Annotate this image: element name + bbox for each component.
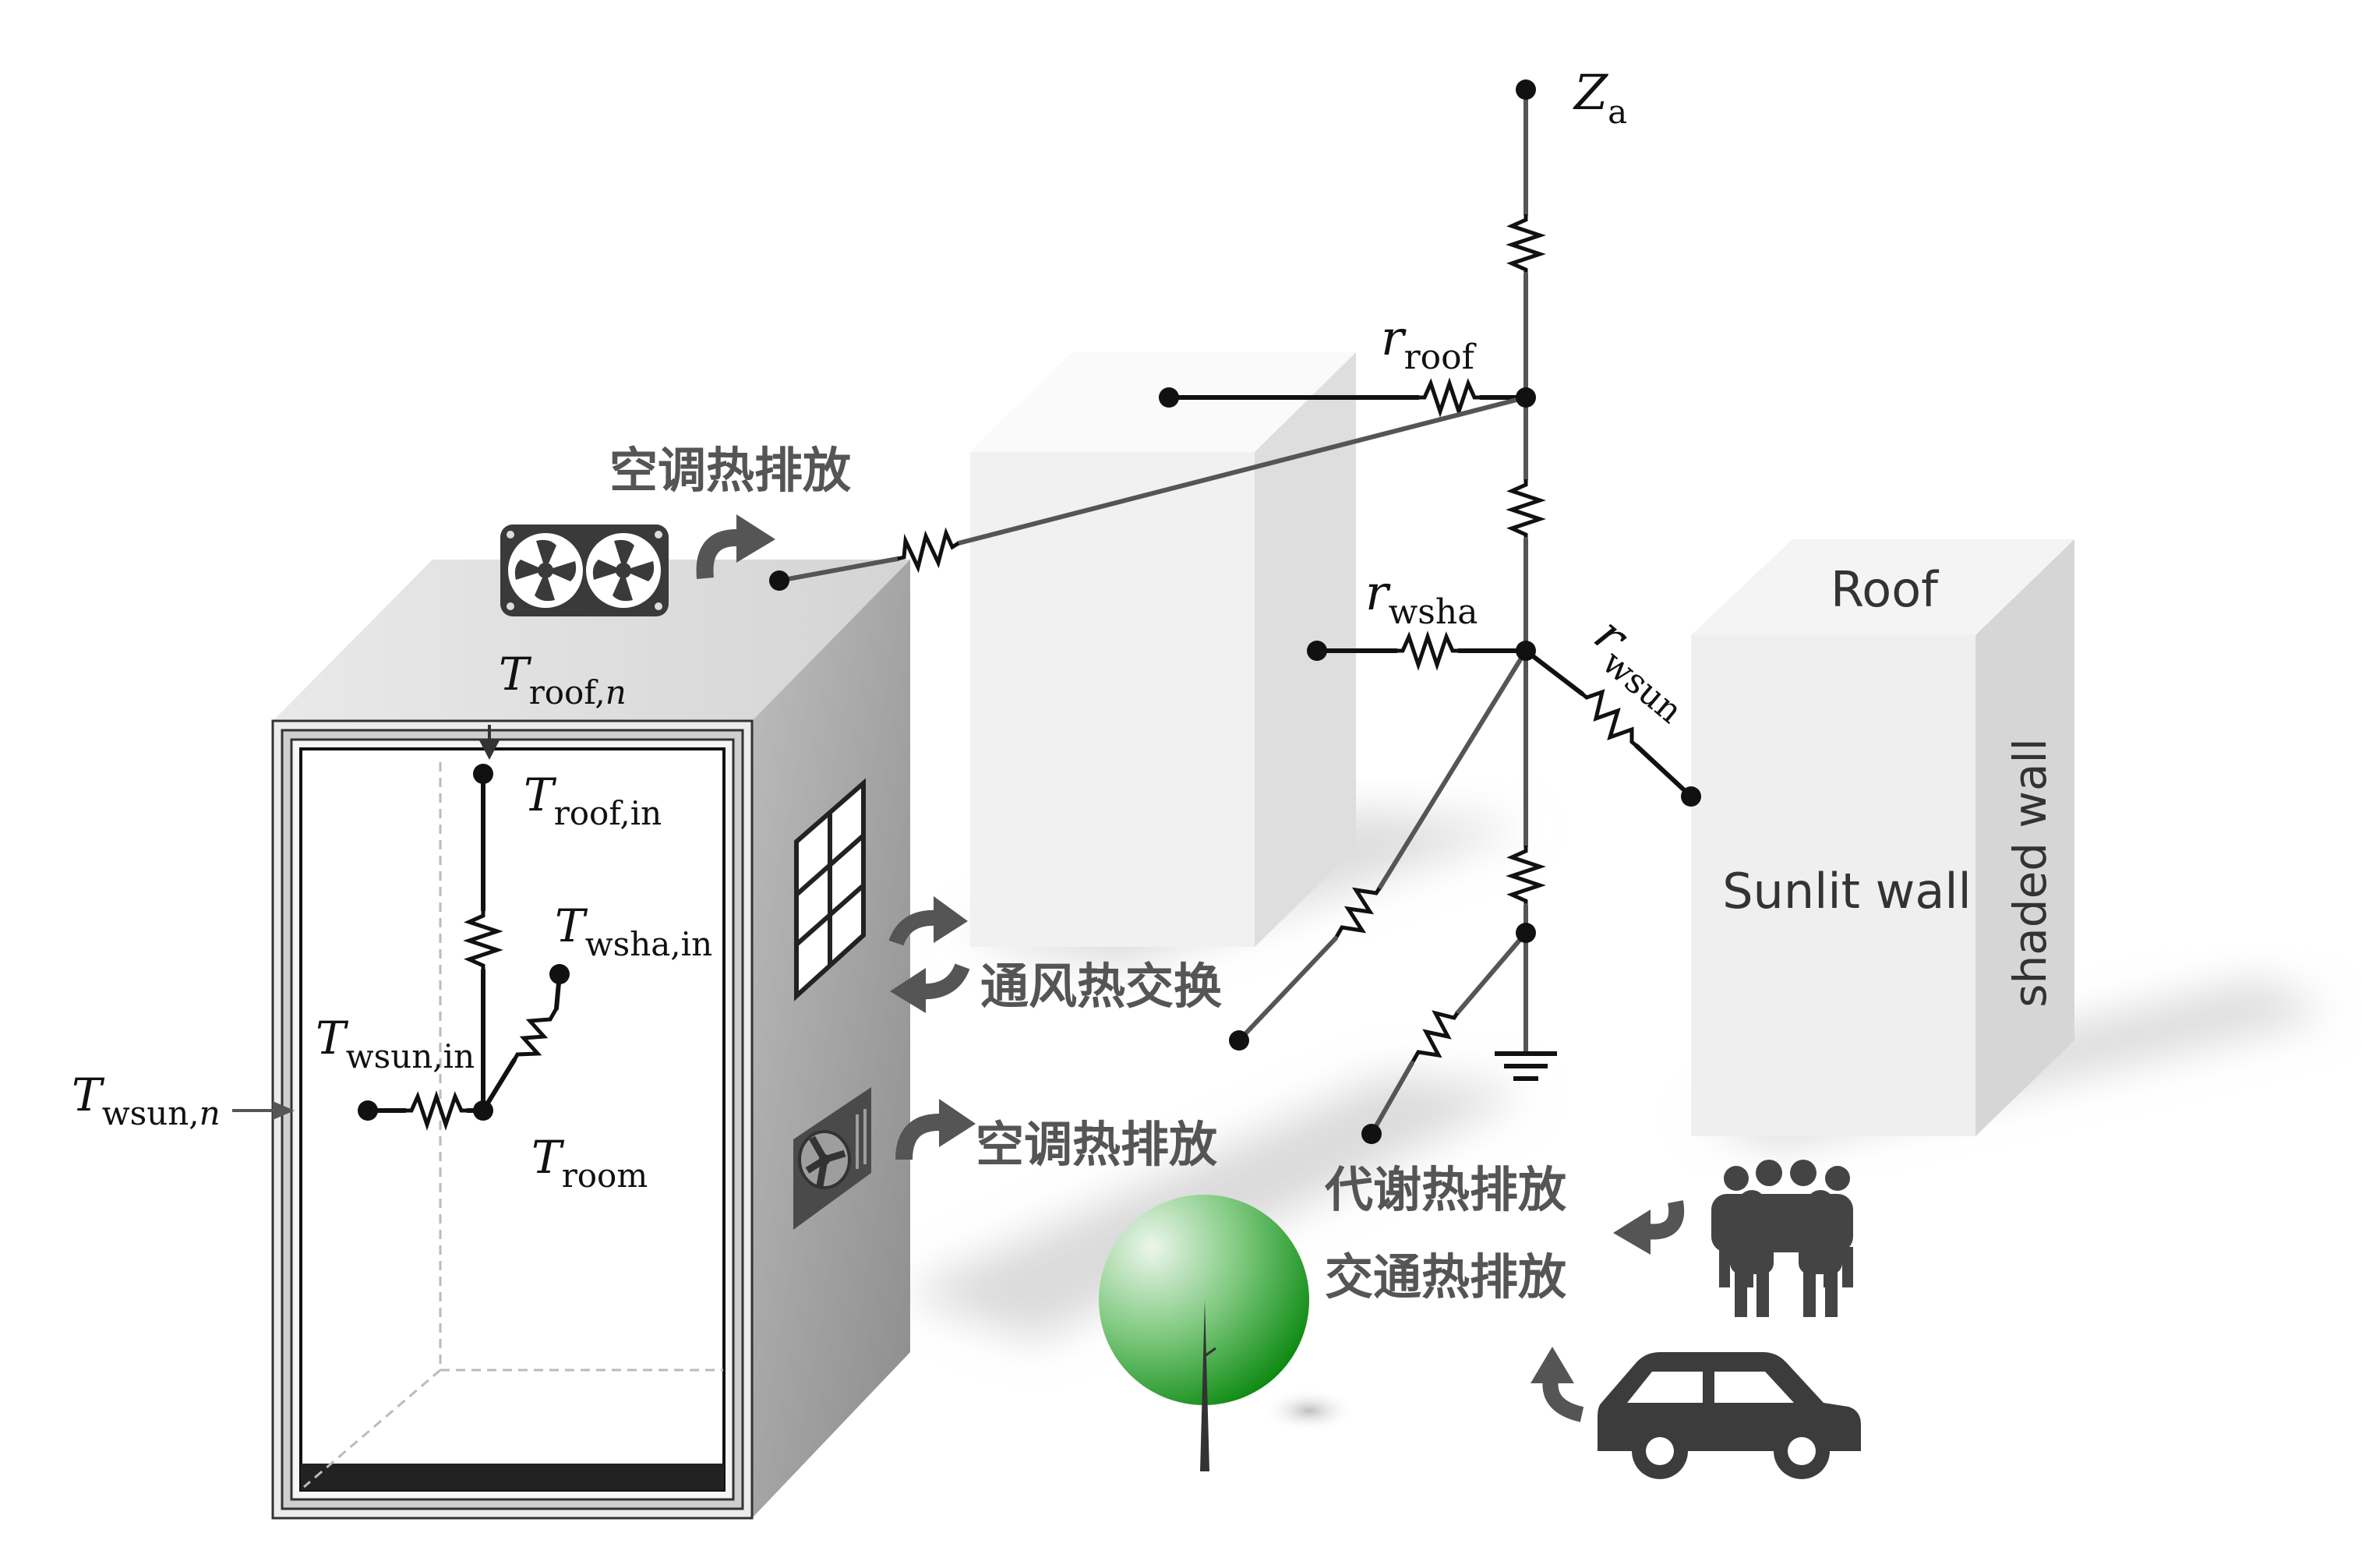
ventilation-exchange-icon: [888, 896, 970, 1013]
t-roof-n-label: Troof,n: [499, 648, 627, 712]
node-roof-end: [1159, 387, 1179, 408]
shaded-wall-label: shaded wall: [2004, 738, 2057, 1007]
node-wsun-end: [1681, 786, 1701, 807]
fan-exhaust-arrow: [696, 514, 775, 580]
window-icon: [794, 778, 866, 1001]
car-icon: [1598, 1352, 1861, 1479]
heat-source-labels: 空调热排放 通风热交换 空调热排放 代谢热排放 交通热排放: [609, 442, 1566, 1305]
ac-wall-heat-label: 空调热排放: [976, 1116, 1217, 1173]
ventilation-heat-label: 通风热交换: [980, 958, 1222, 1015]
node-ventilation: [1229, 1030, 1249, 1051]
ground-icon: [1495, 1051, 1557, 1081]
t-wsun-n-label: Twsun,n: [72, 1068, 221, 1132]
node-wsha-end: [1307, 641, 1327, 661]
node-lower-junction: [1516, 923, 1536, 943]
node-ac-roof: [769, 570, 789, 591]
dual-fan-icon: [500, 524, 669, 616]
right-building: Roof Sunlit wall shaded wall: [1691, 539, 2074, 1136]
node-wall-junction: [1516, 641, 1536, 661]
ac-exhaust-arrow: [895, 1099, 976, 1160]
t-roof-in-label: Troof,in: [524, 768, 662, 832]
left-building: [271, 560, 910, 1520]
indoor-resistance-network: [232, 725, 570, 1131]
car-heat-arrow: [1531, 1347, 1584, 1422]
sunlit-wall-label: Sunlit wall: [1722, 863, 1972, 920]
middle-building: [970, 352, 1356, 947]
people-heat-arrow: [1613, 1200, 1685, 1255]
people-group-icon: [1711, 1160, 1853, 1317]
za-label: Za: [1573, 64, 1627, 131]
r-wsha-label: rwsha: [1365, 564, 1478, 632]
roof-label: Roof: [1831, 561, 1940, 618]
t-wsun-in-label: Twsun,in: [316, 1012, 475, 1075]
r-roof-label: rroof: [1381, 309, 1477, 377]
ac-unit-icon: [793, 1087, 871, 1230]
tree-icon: [1099, 1195, 1309, 1471]
traffic-heat-label: 交通热排放: [1325, 1248, 1566, 1305]
node-za: [1516, 79, 1536, 100]
canopy-resistance-network: [769, 79, 1701, 1144]
node-anthropogenic: [1361, 1124, 1382, 1144]
ac-roof-heat-label: 空调热排放: [609, 442, 851, 499]
node-roof-junction: [1516, 387, 1536, 408]
t-room-label: Troom: [531, 1131, 648, 1195]
t-wsha-in-label: Twsha,in: [555, 899, 712, 963]
metabolic-heat-label: 代谢热排放: [1324, 1161, 1566, 1218]
